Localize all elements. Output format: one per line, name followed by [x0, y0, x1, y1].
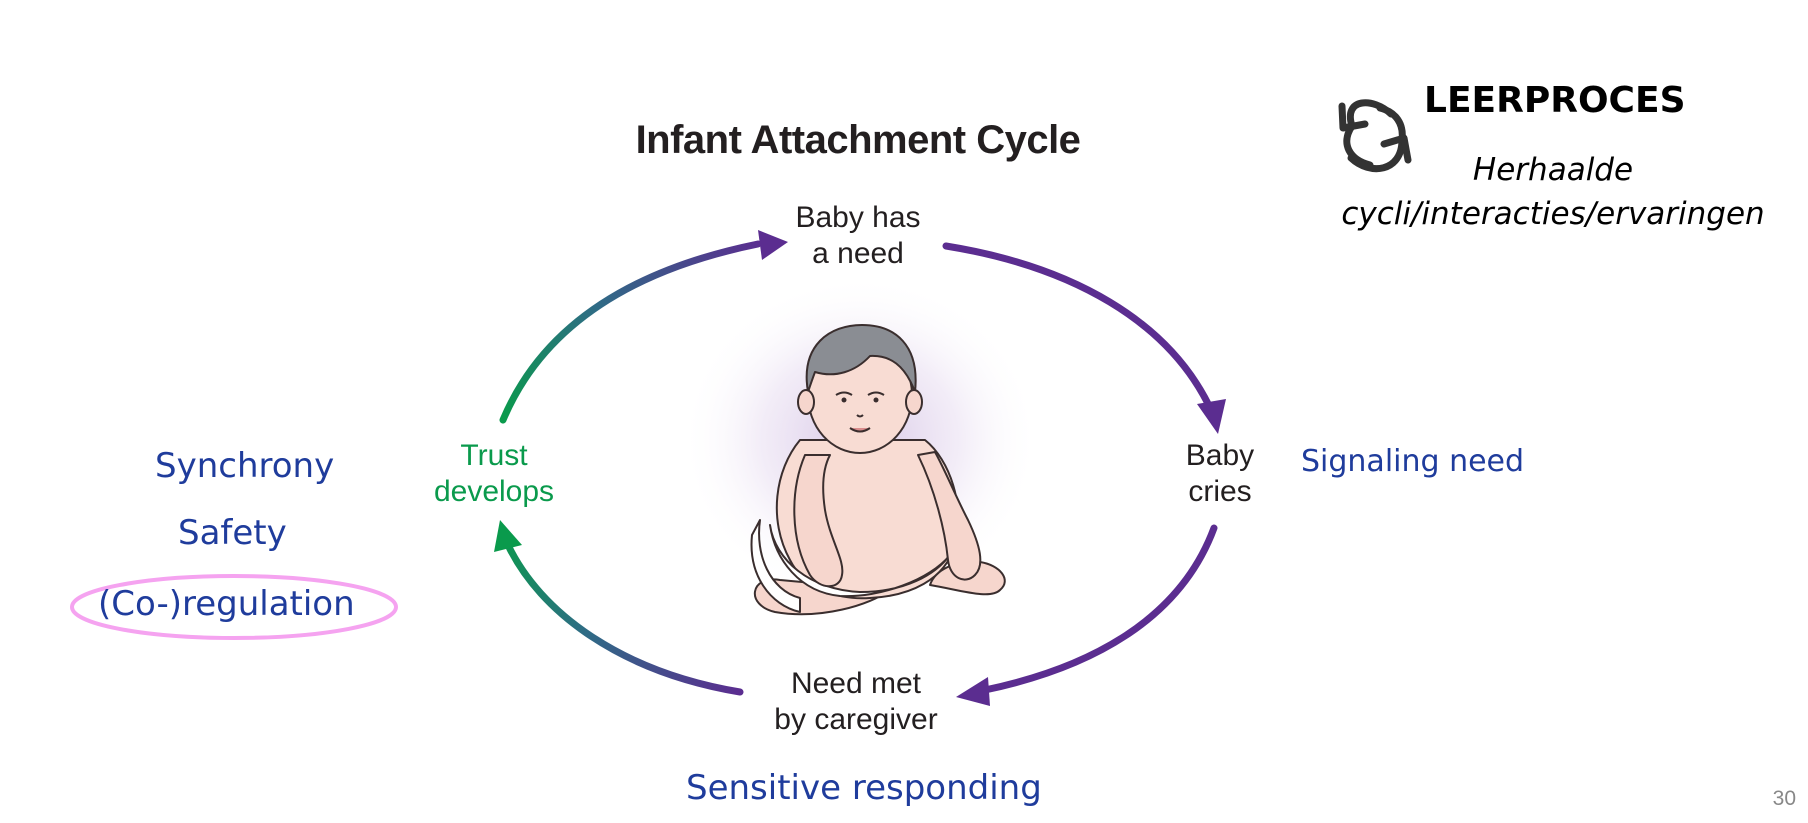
arrow-head-trust [494, 520, 522, 552]
diagram-title: Infant Attachment Cycle [635, 118, 1081, 162]
annotation-signaling-need: Signaling need [1301, 444, 1525, 479]
arrow-met-to-trust [504, 541, 744, 696]
term-safety: Safety [178, 513, 287, 553]
arrow-head-cries [1197, 399, 1226, 434]
arrow-head-met [956, 677, 990, 706]
arrow-cries-to-met [981, 524, 1218, 694]
arrow-need-to-cries [942, 242, 1216, 416]
node-baby-cries: Baby cries [1185, 439, 1255, 508]
baby-illustration [750, 324, 1006, 616]
node-baby-has-need: Baby has a need [795, 201, 921, 270]
node-trust-develops: Trust develops [433, 439, 555, 508]
learning-title: LEERPROCES [1424, 80, 1686, 121]
arrow-head-need [758, 230, 788, 260]
cycle-arrows [494, 230, 1226, 706]
term-coregulation: (Co-)regulation [98, 584, 355, 624]
learning-subtitle: Herhaalde cycli/interacties/ervaringen [1341, 152, 1765, 232]
term-synchrony: Synchrony [155, 446, 335, 486]
refresh-icon [1338, 99, 1412, 173]
node-need-met: Need met by caregiver [774, 667, 938, 736]
annotation-sensitive-responding: Sensitive responding [686, 768, 1042, 808]
arrow-trust-to-need [499, 240, 762, 424]
coregulation-highlight [70, 574, 398, 640]
page-number: 30 [1772, 787, 1796, 810]
